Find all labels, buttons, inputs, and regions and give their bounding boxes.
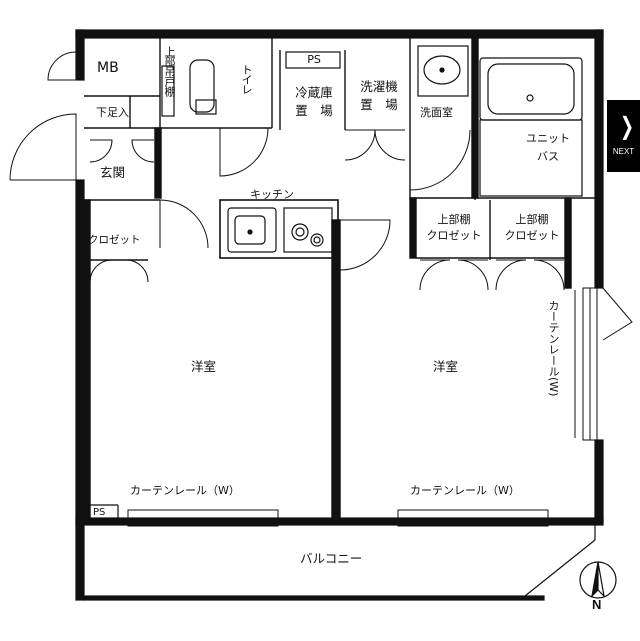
label-unit-bath: ユニット バス (526, 132, 570, 163)
label-closet-left: クロゼット (88, 234, 141, 246)
label-ps-top: PS (307, 53, 321, 66)
label-western-room-left: 洋室 (191, 359, 217, 374)
label-mb: MB (97, 60, 119, 76)
label-curtain-rail-right: カーテンレール（W） (410, 484, 520, 497)
label-curtain-rail-left: カーテンレール（W） (130, 484, 240, 497)
label-curtain-rail-side: カーテンレール(W) (547, 300, 560, 397)
balcony-outline (519, 525, 596, 601)
label-entrance: 玄関 (100, 165, 126, 180)
chevron-right-icon: ❯ (620, 112, 635, 140)
windows (127, 287, 598, 527)
label-closet-mid: 上部棚 クロゼット (426, 213, 482, 242)
fixtures (90, 45, 583, 518)
doors (9, 51, 633, 341)
interior-walls (83, 37, 595, 521)
next-button-label: NEXT (612, 147, 635, 156)
label-upper-cabinet: 上部吊戸棚 (163, 46, 176, 96)
label-washer-space: 洗濯機 置 場 (360, 79, 398, 112)
label-fridge-space: 冷蔵庫 置 場 (295, 85, 333, 118)
label-toilet: トイレ (240, 64, 253, 94)
label-shoe-box: 下足入 (96, 106, 129, 119)
label-washroom: 洗面室 (420, 106, 453, 119)
label-ps-bottom: PS (93, 507, 106, 518)
outer-walls (75, 29, 604, 601)
label-western-room-right: 洋室 (433, 359, 459, 374)
label-kitchen: キッチン (250, 188, 294, 201)
compass-label: N (592, 597, 602, 612)
next-button[interactable]: ❯ NEXT (607, 100, 640, 172)
label-balcony: バルコニー (300, 551, 363, 566)
compass-north-icon (579, 561, 617, 599)
label-closet-right: 上部棚 クロゼット (504, 213, 560, 242)
